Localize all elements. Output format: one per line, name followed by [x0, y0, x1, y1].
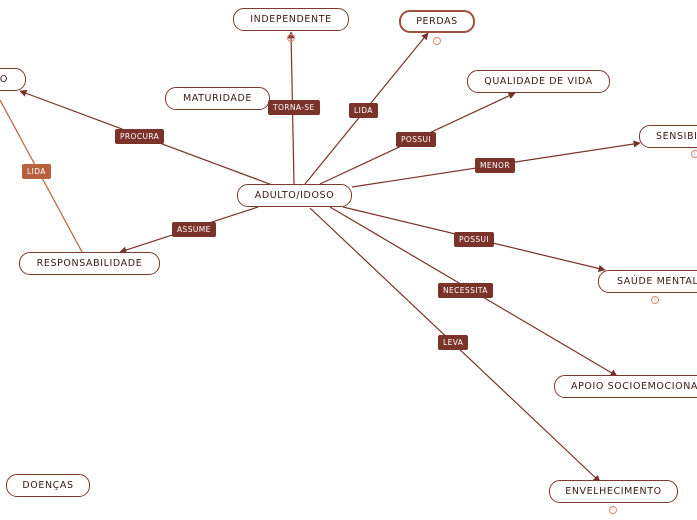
- node-maturidade[interactable]: MATURIDADE: [165, 87, 270, 110]
- node-perdas[interactable]: PERDAS: [399, 10, 475, 33]
- relation-necessita[interactable]: NECESSITA: [438, 283, 493, 298]
- node-adulto-idoso[interactable]: ADULTO/IDOSO: [237, 184, 352, 207]
- node-apoio-socioemocional[interactable]: APOIO SOCIOEMOCIONA: [554, 375, 697, 398]
- relation-possui-saude[interactable]: POSSUI: [454, 232, 495, 247]
- info-icon-perdas[interactable]: i: [433, 37, 441, 45]
- relation-possui-qualidade[interactable]: POSSUI: [396, 132, 437, 147]
- node-doencas[interactable]: DOENÇAS: [6, 474, 90, 497]
- relation-menor[interactable]: MENOR: [475, 158, 515, 173]
- relation-leva[interactable]: LEVA: [438, 335, 469, 350]
- node-saude-mental[interactable]: SAÚDE MENTAL: [598, 270, 697, 293]
- relation-assume[interactable]: ASSUME: [172, 222, 216, 237]
- info-icon-envelhecimento[interactable]: i: [609, 506, 617, 514]
- relation-procura[interactable]: PROCURA: [115, 129, 165, 144]
- info-icon-saude-mental[interactable]: i: [651, 296, 659, 304]
- relation-torna-se[interactable]: TORNA-SE: [268, 100, 320, 115]
- node-envelhecimento[interactable]: ENVELHECIMENTO: [549, 480, 678, 503]
- node-sensibilidade[interactable]: SENSIBI: [639, 125, 697, 148]
- node-cut-left[interactable]: O: [0, 68, 26, 91]
- node-independente[interactable]: INDEPENDENTE: [233, 8, 349, 31]
- relation-lida-perdas[interactable]: LIDA: [349, 103, 378, 118]
- info-icon-independente[interactable]: i: [287, 34, 295, 42]
- relation-lida-responsabilidade[interactable]: LIDA: [22, 164, 51, 179]
- node-qualidade-de-vida[interactable]: QUALIDADE DE VIDA: [467, 70, 610, 93]
- info-icon-sensibilidade[interactable]: i: [691, 150, 697, 158]
- node-responsabilidade[interactable]: RESPONSABILIDADE: [19, 252, 160, 275]
